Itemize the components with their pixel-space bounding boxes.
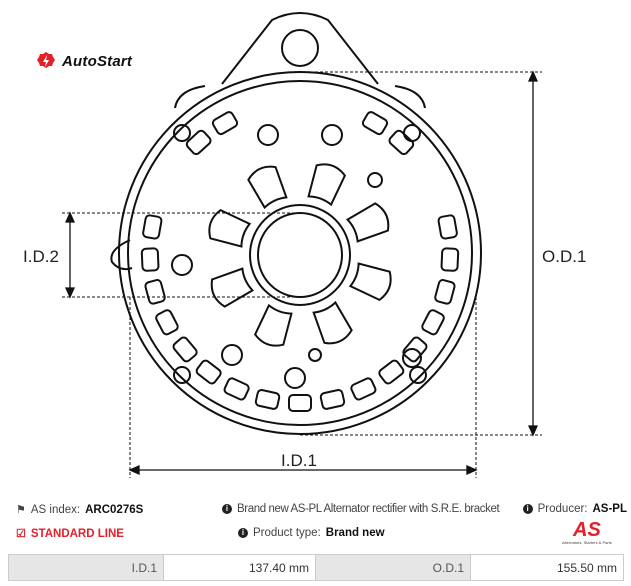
cooling-slot xyxy=(144,279,166,305)
standard-line-badge: ☑ STANDARD LINE xyxy=(16,527,124,541)
product-type-value: Brand new xyxy=(325,527,385,539)
standard-line-text: STANDARD LINE xyxy=(30,527,124,540)
cooling-slot xyxy=(254,389,281,410)
info-icon: i xyxy=(522,504,533,514)
cooling-slot xyxy=(378,359,405,385)
cooling-slot xyxy=(172,336,198,363)
mounting-hole xyxy=(409,366,427,384)
mounting-hole xyxy=(284,367,306,389)
cooling-slot xyxy=(155,309,179,336)
mounting-hole xyxy=(221,344,243,366)
mounting-hole xyxy=(403,124,421,142)
cooling-slot xyxy=(185,129,212,156)
od1-label: O.D.1 xyxy=(542,247,586,266)
spec-value: 155.50 mm xyxy=(471,555,623,580)
outer-ring xyxy=(118,71,482,435)
id1-label: I.D.1 xyxy=(281,451,317,470)
producer-label: Producer: xyxy=(537,503,588,515)
cooling-slot xyxy=(288,394,312,412)
cooling-slot xyxy=(142,214,163,240)
product-type: i Product type: Brand new xyxy=(238,527,385,539)
checkbox-icon: ☑ xyxy=(16,528,26,540)
cooling-slot xyxy=(434,279,456,305)
mounting-hole xyxy=(173,124,191,142)
producer-value: AS-PL xyxy=(592,503,628,515)
cooling-vane xyxy=(307,163,347,207)
inner-ring xyxy=(127,80,473,426)
autostart-gear-icon xyxy=(37,52,55,68)
top-bracket-tab xyxy=(221,12,379,85)
mounting-hole xyxy=(171,254,193,276)
product-type-label: Product type: xyxy=(253,527,321,539)
cooling-slot xyxy=(140,247,160,272)
hub-inner xyxy=(257,212,343,298)
cooling-vane xyxy=(247,165,288,210)
cooling-vane xyxy=(312,300,353,345)
cooling-slot xyxy=(211,111,239,136)
tab-hole xyxy=(281,29,319,67)
autostart-logo: AutoStart xyxy=(36,51,132,71)
producer: i Producer: AS-PL xyxy=(522,503,628,515)
as-logo-mark: AS xyxy=(573,519,601,541)
mounting-hole xyxy=(173,366,191,384)
mounting-hole xyxy=(402,348,422,368)
rectifier-drawing: I.D.2 O.D.1 I.D.1 xyxy=(23,12,586,478)
top-right-shoulder xyxy=(394,85,426,109)
as-index-value: ARC0276S xyxy=(85,503,144,516)
as-index-label: AS index: xyxy=(30,503,81,516)
as-pl-logo: AS Alternators, Starters & Parts xyxy=(562,520,612,545)
cooling-slot xyxy=(223,377,250,401)
cooling-vane xyxy=(253,303,293,347)
mounting-hole xyxy=(308,348,322,362)
id2-label: I.D.2 xyxy=(23,247,59,266)
top-left-shoulder xyxy=(174,85,206,109)
cooling-slot xyxy=(195,359,222,385)
as-logo-tagline: Alternators, Starters & Parts xyxy=(562,540,612,545)
cooling-slot xyxy=(440,247,460,272)
mounting-hole xyxy=(367,172,383,188)
tag-icon: ⚑ xyxy=(16,504,26,516)
cooling-vane xyxy=(348,262,392,302)
hub-outer xyxy=(249,204,351,306)
description: i Brand new AS-PL Alternator rectifier w… xyxy=(222,503,500,515)
specs-table: I.D.1 137.40 mm O.D.1 155.50 mm xyxy=(8,554,624,581)
spec-label: O.D.1 xyxy=(316,555,471,580)
spec-label: I.D.1 xyxy=(9,555,164,580)
mounting-hole xyxy=(321,124,343,146)
cooling-slot xyxy=(350,377,377,401)
mounting-hole xyxy=(257,124,279,146)
cooling-slot xyxy=(421,309,445,336)
info-icon: i xyxy=(238,528,248,538)
info-icon: i xyxy=(222,504,232,514)
autostart-logo-text: AutoStart xyxy=(62,52,133,70)
cooling-vane xyxy=(345,202,390,243)
cooling-slot xyxy=(437,214,458,240)
cooling-slot xyxy=(361,111,389,136)
cooling-vane xyxy=(208,208,252,248)
cooling-vane xyxy=(210,267,255,308)
cooling-slot xyxy=(388,129,415,156)
spec-value: 137.40 mm xyxy=(164,555,316,580)
as-index: ⚑ AS index: ARC0276S xyxy=(16,503,144,517)
description-text: Brand new AS-PL Alternator rectifier wit… xyxy=(237,503,500,515)
cooling-slot xyxy=(319,389,346,410)
